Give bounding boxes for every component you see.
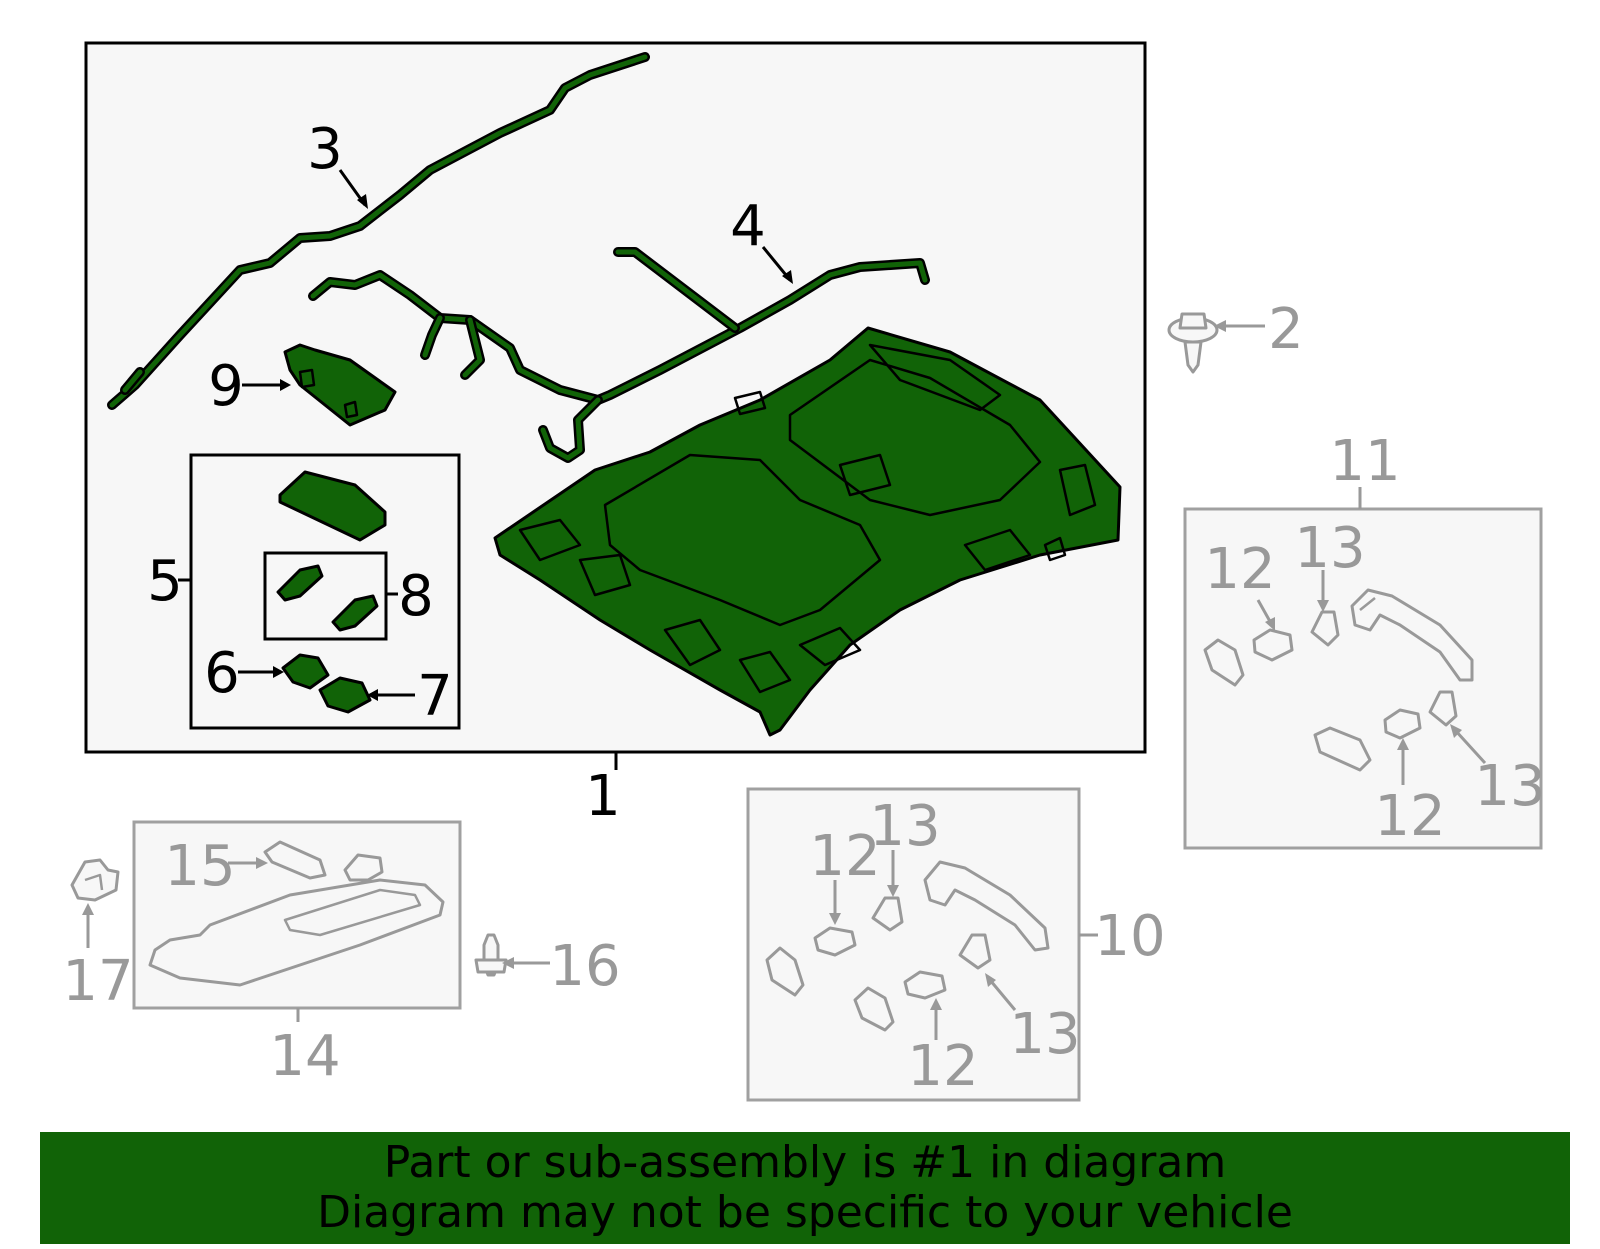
- grab-handle-10[interactable]: [923, 860, 1050, 952]
- callout-12a-box11: 12: [1204, 537, 1275, 602]
- clip-12-box11[interactable]: [1252, 628, 1422, 740]
- callout-13b-box10: 13: [1009, 1002, 1080, 1067]
- callout-13b-box11: 13: [1474, 754, 1545, 819]
- headliner-panel[interactable]: [493, 326, 1122, 737]
- sunvisor-14[interactable]: [148, 878, 445, 987]
- callout-12b-box10: 12: [907, 1034, 978, 1099]
- clip-13-box11[interactable]: [1310, 610, 1458, 727]
- banner-line-1: Part or sub-assembly is #1 in diagram: [383, 1137, 1227, 1188]
- callout-3: 3: [307, 117, 343, 182]
- bracket-11[interactable]: [1203, 638, 1372, 772]
- callout-12a-box10: 12: [809, 824, 880, 889]
- callout-5: 5: [147, 549, 183, 614]
- leaders-box10: [829, 850, 1017, 1040]
- bracket-10[interactable]: [765, 946, 895, 1032]
- vanity-bulb-15[interactable]: [263, 840, 327, 880]
- clip-17[interactable]: [70, 858, 120, 902]
- callout-7: 7: [417, 664, 453, 729]
- screw-16[interactable]: [474, 933, 508, 977]
- callout-9: 9: [208, 354, 244, 419]
- clip-2[interactable]: [1167, 312, 1219, 374]
- callout-1: 1: [585, 764, 621, 829]
- clip-13-box10[interactable]: [871, 896, 992, 970]
- dome-lamp-9[interactable]: [283, 343, 397, 427]
- bulb-8[interactable]: [276, 564, 379, 632]
- callout-10: 10: [1094, 904, 1165, 969]
- map-lamp-cover[interactable]: [278, 470, 387, 542]
- wire-harness-3[interactable]: [107, 52, 650, 410]
- callout-8: 8: [398, 564, 434, 629]
- callout-16: 16: [549, 934, 620, 999]
- info-banner: Part or sub-assembly is #1 in diagram Di…: [40, 1132, 1570, 1244]
- callout-13a-box10: 13: [869, 794, 940, 859]
- switch-7[interactable]: [318, 676, 372, 714]
- callout-17: 17: [62, 949, 133, 1014]
- callout-11: 11: [1329, 429, 1400, 494]
- callout-15: 15: [164, 834, 235, 899]
- switch-6[interactable]: [281, 653, 330, 690]
- wire-harness-4[interactable]: [308, 247, 930, 463]
- leaders-box11: [1256, 570, 1487, 785]
- grab-handle-11[interactable]: [1350, 588, 1474, 682]
- callout-12b-box11: 12: [1374, 784, 1445, 849]
- callout-6: 6: [204, 641, 240, 706]
- clip-12-box10[interactable]: [813, 926, 947, 1000]
- callout-13a-box11: 13: [1294, 516, 1365, 581]
- leader-lines-dark: [178, 169, 793, 770]
- callout-4: 4: [730, 194, 766, 259]
- visor-clip[interactable]: [343, 853, 384, 882]
- callout-2: 2: [1268, 297, 1304, 362]
- grab-handle-box-11: [1183, 507, 1543, 850]
- callout-14: 14: [269, 1024, 340, 1089]
- grab-handle-box-10: [746, 787, 1081, 1102]
- banner-line-2: Diagram may not be specific to your vehi…: [317, 1187, 1293, 1238]
